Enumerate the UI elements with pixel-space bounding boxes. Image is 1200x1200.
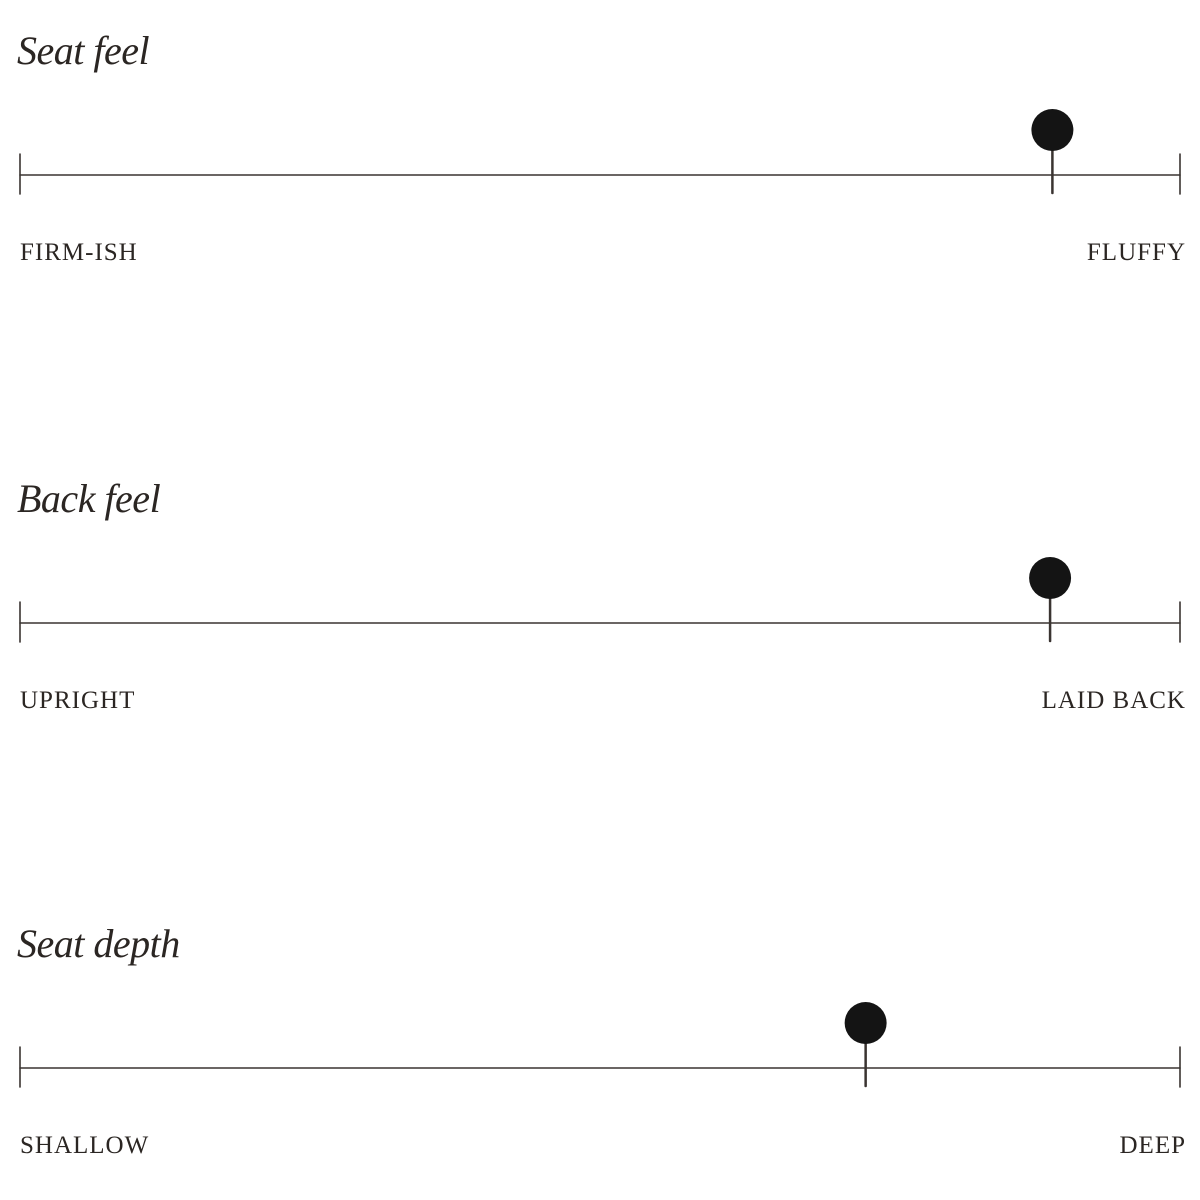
scale-seat-depth: Seat depth SHALLOW DEEP [0, 893, 1200, 1158]
scale-title: Seat depth [17, 921, 180, 966]
scale-min-label: FIRM-ISH [20, 239, 138, 266]
scale-seat-feel: Seat feel FIRM-ISH FLUFFY [0, 0, 1200, 265]
slider-knob[interactable] [1029, 557, 1072, 599]
scale-max-label: LAID BACK [1041, 687, 1186, 714]
scale-title: Back feel [17, 476, 161, 521]
scale-title: Seat feel [17, 28, 150, 73]
scale-track[interactable] [0, 0, 1200, 260]
scale-max-label: FLUFFY [1086, 239, 1186, 266]
scale-max-label: DEEP [1119, 1132, 1186, 1159]
slider-knob[interactable] [1031, 109, 1074, 151]
scale-track[interactable] [0, 893, 1200, 1153]
scale-min-label: UPRIGHT [20, 687, 136, 714]
scale-back-feel: Back feel UPRIGHT LAID BACK [0, 448, 1200, 713]
scale-min-label: SHALLOW [20, 1132, 150, 1159]
scale-track[interactable] [0, 448, 1200, 708]
slider-knob[interactable] [844, 1002, 887, 1044]
